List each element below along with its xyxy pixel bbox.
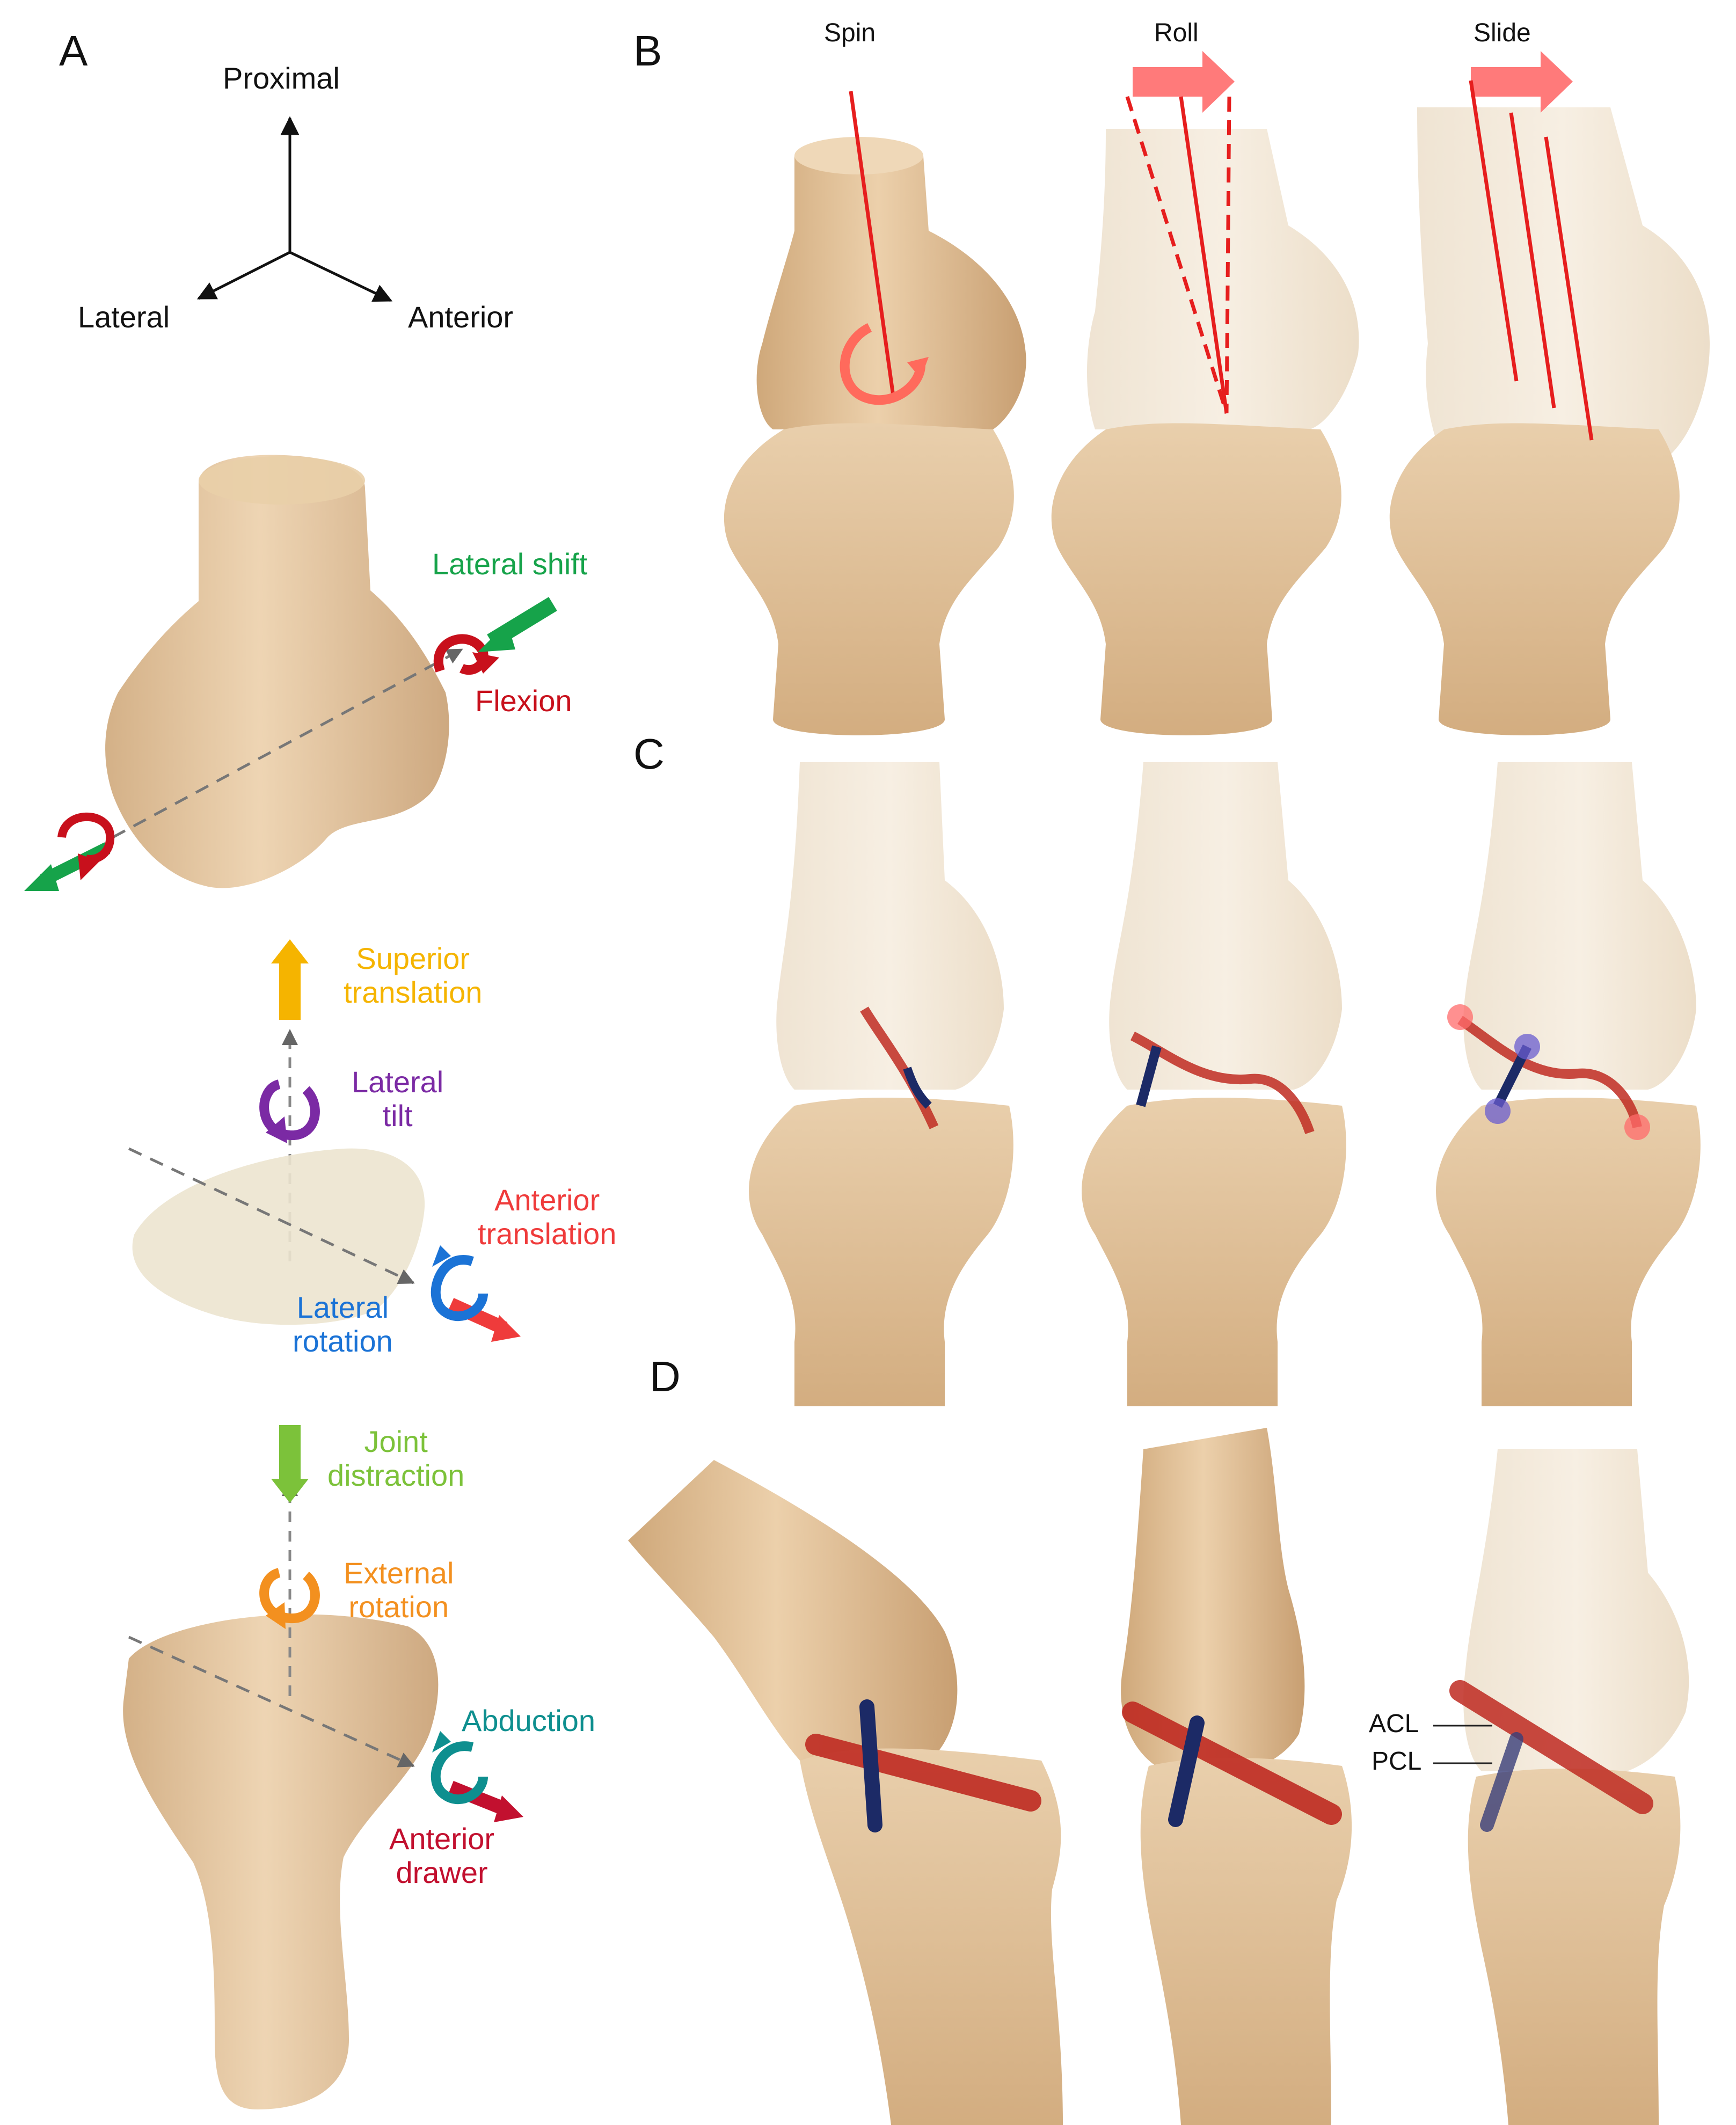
superior-translation-line1: Superior [356,941,470,975]
external-rotation-line1: External [344,1556,454,1590]
knee-extended-view [1433,1449,1689,2125]
acl-label: ACL [1369,1710,1419,1738]
roll-title: Roll [1154,19,1199,47]
patella-3d-model [128,939,521,1342]
pcl-label: PCL [1372,1747,1422,1776]
lateral-shift-label: Lateral shift [432,547,588,581]
lateral-rotation-label: Lateral rotation [293,1290,393,1358]
external-rotation-line2: rotation [348,1589,449,1624]
panel-label-b: B [633,27,662,75]
axis-label-anterior: Anterior [408,300,514,334]
lateral-tilt-line1: Lateral [352,1065,444,1099]
knee-view-c3 [1436,762,1701,1406]
flexion-label: Flexion [475,684,572,718]
abduction-label: Abduction [462,1704,596,1737]
lateral-tilt-line2: tilt [382,1098,413,1133]
knee-view-c2 [1082,762,1346,1406]
lateral-rotation-line1: Lateral [296,1290,389,1324]
joint-distraction-line1: Joint [364,1425,428,1458]
lateral-rotation-line2: rotation [293,1324,393,1358]
knee-midflexion-view [1121,1428,1352,2125]
panel-label-d: D [650,1353,681,1400]
anterior-drawer-label: Anterior drawer [389,1822,494,1889]
anterior-translation-line2: translation [478,1216,617,1251]
spin-knee-model [724,91,1026,735]
joint-distraction-label: Joint distraction [327,1425,464,1492]
anterior-translation-line1: Anterior [494,1183,600,1217]
external-rotation-label: External rotation [344,1556,454,1624]
axis-label-proximal: Proximal [223,61,340,95]
roll-knee-model [1051,51,1359,735]
joint-distraction-line2: distraction [327,1458,465,1492]
tibia-3d-model [123,1425,523,2109]
panel-label-a: A [59,27,88,75]
slide-knee-model [1389,51,1710,735]
slide-title: Slide [1474,19,1531,47]
axis-label-lateral: Lateral [78,300,170,334]
anterior-translation-label: Anterior translation [478,1183,617,1251]
knee-view-c1 [749,762,1013,1406]
anterior-drawer-line2: drawer [396,1855,488,1889]
spin-title: Spin [824,19,876,47]
superior-translation-label: Superior translation [344,941,483,1009]
anterior-drawer-line1: Anterior [389,1822,495,1856]
axis-triad [196,116,393,302]
lateral-tilt-label: Lateral tilt [352,1065,443,1133]
panel-label-c: C [633,730,665,778]
knee-flexed-view [628,1460,1063,2125]
superior-translation-line2: translation [344,975,483,1009]
femur-3d-model [24,455,557,891]
